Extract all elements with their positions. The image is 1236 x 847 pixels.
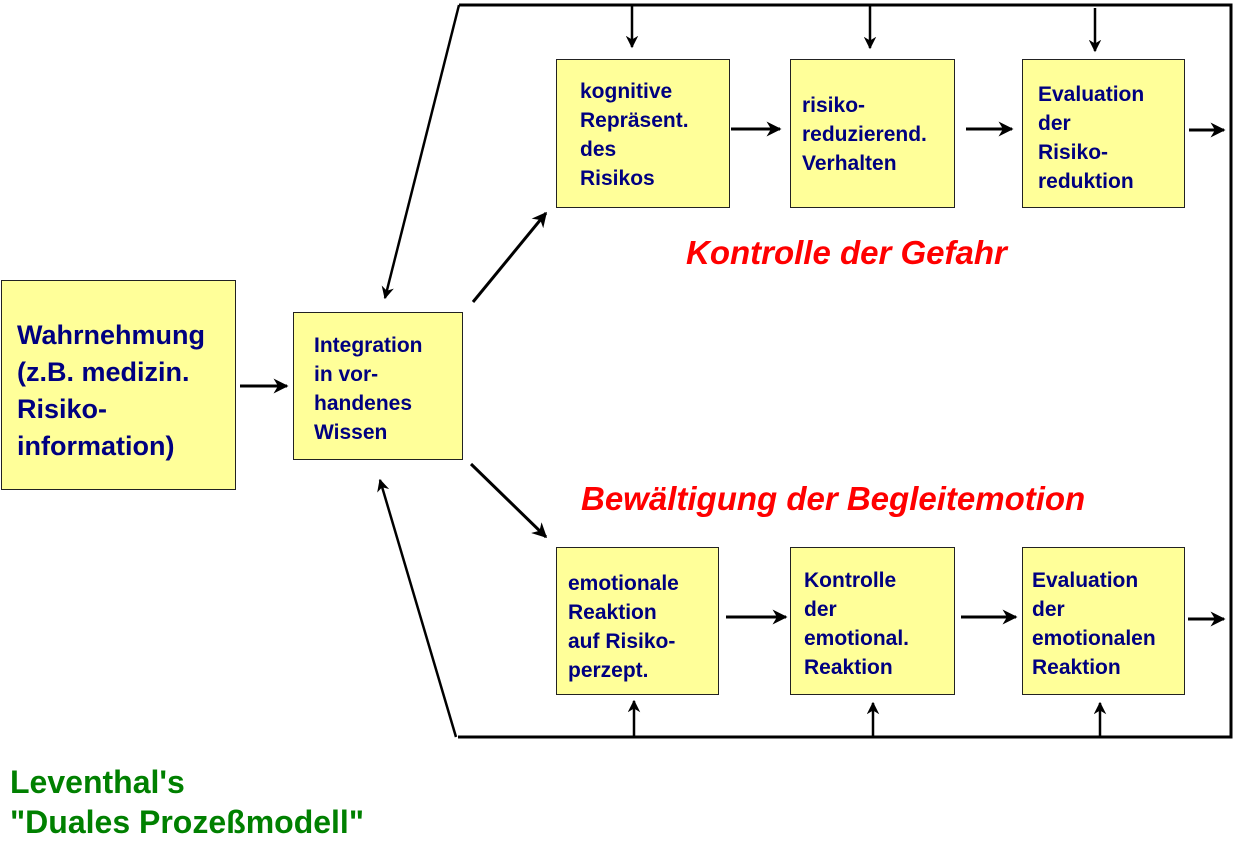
diagram-caption: Leventhal's "Duales Prozeßmodell": [10, 762, 364, 842]
emotion-control-box: Kontrolle der emotional. Reaktion: [790, 547, 955, 695]
box-line: risiko-: [802, 94, 866, 117]
box-line: Risiko-: [1038, 141, 1109, 164]
box-line: emotional.: [804, 627, 910, 650]
box-line: der: [1038, 112, 1071, 135]
box-line: Reaktion: [804, 656, 893, 679]
feedback-frame-bottom: [458, 370, 1233, 739]
integration-box: Integration in vor- handenes Wissen: [293, 312, 463, 460]
perception-box: Wahrnehmung (z.B. medizin. Risiko- infor…: [1, 280, 236, 490]
box-line: reduktion: [1038, 170, 1134, 193]
box-line: emotionalen: [1032, 627, 1156, 650]
box-line: Wissen: [314, 421, 388, 444]
box-line: der: [1032, 598, 1065, 621]
arrow-integration-to-emotion-path: [469, 462, 548, 539]
box-line: handenes: [314, 392, 413, 415]
box-line: perzept.: [568, 659, 649, 682]
box-line: Kontrolle: [804, 569, 897, 592]
box-line: auf Risiko-: [568, 630, 676, 653]
risk-reduction-evaluation-box: Evaluation der Risiko- reduktion: [1022, 59, 1185, 208]
box-line: information): [17, 431, 175, 461]
box-line: Risikos: [580, 167, 655, 190]
emotion-control-label: Bewältigung der Begleitemotion: [581, 480, 1086, 517]
arrow-feedback-bottom-to-integration: [377, 478, 458, 738]
danger-control-label: Kontrolle der Gefahr: [686, 234, 1007, 271]
box-line: Verhalten: [802, 152, 897, 175]
caption-line: "Duales Prozeßmodell": [10, 804, 364, 840]
box-line: emotionale: [568, 572, 679, 595]
arrow-integration-to-danger-path: [471, 211, 548, 303]
box-line: Evaluation: [1032, 569, 1139, 592]
arrow-feedback-top-to-integration: [381, 4, 461, 300]
box-line: Risiko-: [17, 394, 108, 424]
cognitive-representation-box: kognitive Repräsent. des Risikos: [556, 59, 730, 208]
box-line: Reaktion: [1032, 656, 1121, 679]
box-line: (z.B. medizin.: [17, 357, 190, 387]
box-line: des: [580, 138, 617, 161]
risk-reducing-behaviour-box: risiko- reduzierend. Verhalten: [790, 59, 955, 208]
box-line: kognitive: [580, 80, 673, 103]
box-line: der: [804, 598, 837, 621]
caption-line: Leventhal's: [10, 764, 185, 800]
box-line: in vor-: [314, 363, 379, 386]
emotional-reaction-box: emotionale Reaktion auf Risiko- perzept.: [556, 547, 719, 695]
feedback-frame-top: [459, 3, 1233, 370]
box-line: Evaluation: [1038, 83, 1145, 106]
box-line: reduzierend.: [802, 123, 927, 146]
box-line: Repräsent.: [580, 109, 689, 132]
emotion-evaluation-box: Evaluation der emotionalen Reaktion: [1022, 547, 1185, 695]
box-line: Reaktion: [568, 601, 657, 624]
box-line: Integration: [314, 334, 423, 357]
box-line: Wahrnehmung: [17, 320, 205, 350]
